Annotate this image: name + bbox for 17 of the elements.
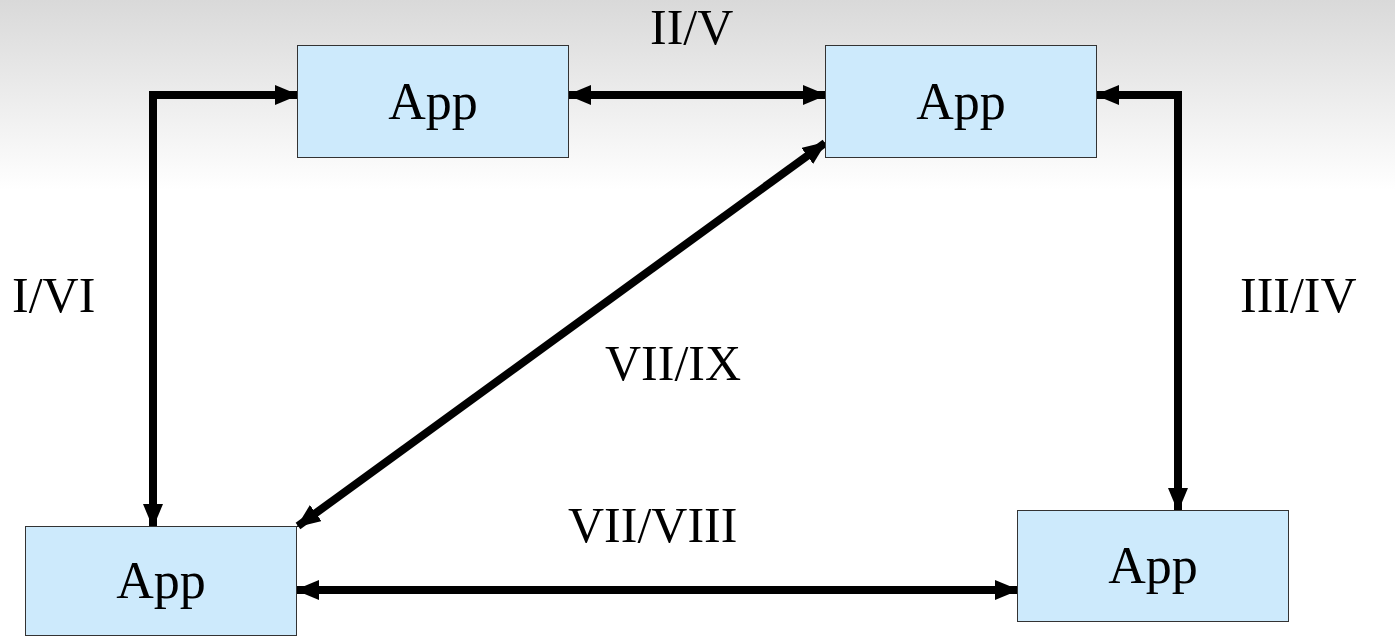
edge-label: VII/IX <box>605 338 742 388</box>
edge-label: II/V <box>650 2 734 52</box>
edge-label: VII/VIII <box>568 500 738 550</box>
double-arrow <box>567 85 827 105</box>
app-box <box>297 45 569 158</box>
app-box <box>25 526 297 636</box>
app-box <box>1017 510 1289 622</box>
box-label: App <box>1108 540 1198 592</box>
double-arrow <box>295 580 1019 600</box>
edge-label: III/IV <box>1240 270 1357 320</box>
box-label: App <box>916 75 1006 128</box>
box-label: App <box>116 555 206 607</box>
app-box <box>825 45 1097 158</box>
double-arrow <box>143 85 299 528</box>
edge-label: I/VI <box>12 270 96 320</box>
double-arrow <box>1095 85 1188 512</box>
box-label: App <box>388 75 478 128</box>
